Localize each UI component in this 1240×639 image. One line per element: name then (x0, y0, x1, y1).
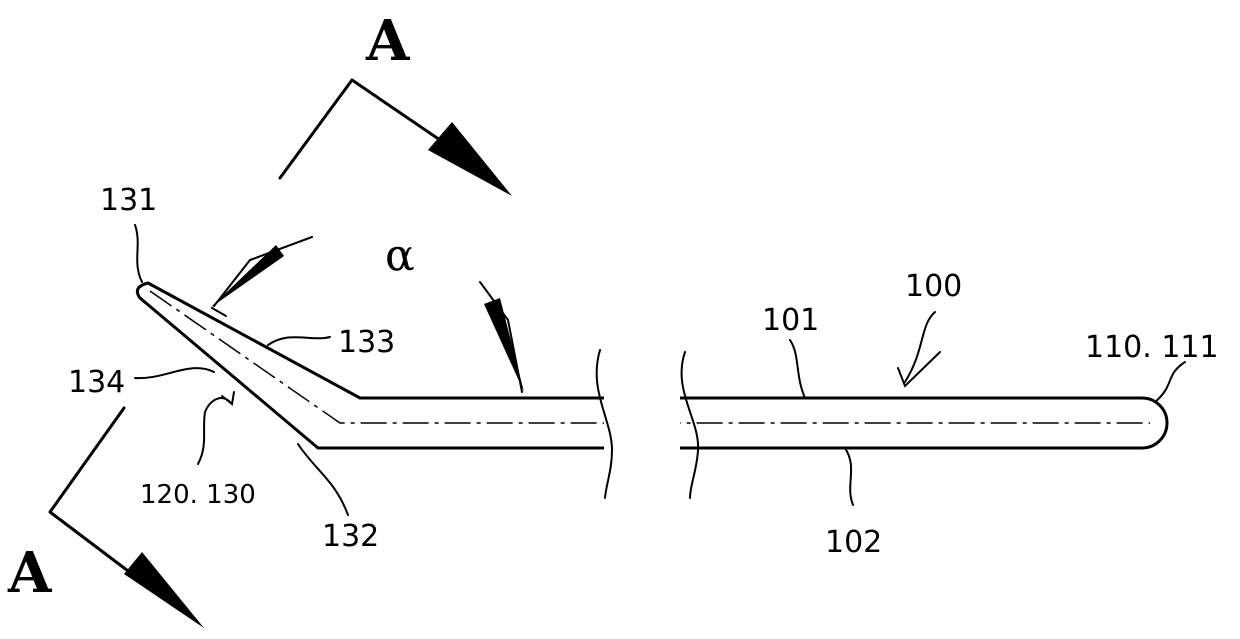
section-line-top (280, 80, 440, 178)
section-mark-top: A (365, 8, 411, 74)
leader-lines (135, 225, 1185, 515)
angle-alpha-symbol: α (385, 230, 415, 281)
break-line-right (682, 352, 699, 498)
label-101: 101 (762, 303, 819, 338)
label-100: 100 (905, 269, 962, 304)
label-110-111: 110. 111 (1085, 330, 1219, 365)
section-arrow-top (428, 122, 512, 196)
leader-100-arrow (898, 352, 940, 386)
label-132: 132 (322, 519, 379, 554)
tip-transition-mark (212, 308, 226, 316)
label-120-130: 120. 130 (140, 480, 256, 510)
angle-arc-left (214, 237, 312, 306)
label-133: 133 (338, 325, 395, 360)
leader-101 (790, 340, 805, 398)
section-line-a-a: A A (7, 8, 512, 628)
leader-110-111 (1155, 362, 1185, 402)
leader-131 (135, 225, 142, 282)
leader-134 (135, 368, 214, 378)
leader-120-130-arrow (222, 392, 234, 404)
section-arrow-bottom (124, 552, 204, 628)
leader-102 (845, 448, 853, 505)
angle-arrow-right (484, 298, 524, 392)
label-131: 131 (100, 183, 157, 218)
leader-120-130 (198, 398, 232, 464)
break-gap (604, 392, 680, 454)
label-102: 102 (825, 525, 882, 560)
label-134: 134 (68, 365, 125, 400)
reference-numerals: 131 133 134 120. 130 132 101 100 110. 11… (68, 183, 1219, 560)
needle-break (597, 350, 698, 498)
leader-133 (268, 337, 330, 345)
leader-132 (298, 444, 348, 515)
section-line-bottom (50, 408, 140, 580)
angle-arrow-left (210, 245, 284, 308)
angle-alpha-indicator: α (210, 230, 524, 392)
section-mark-bottom: A (7, 540, 53, 606)
